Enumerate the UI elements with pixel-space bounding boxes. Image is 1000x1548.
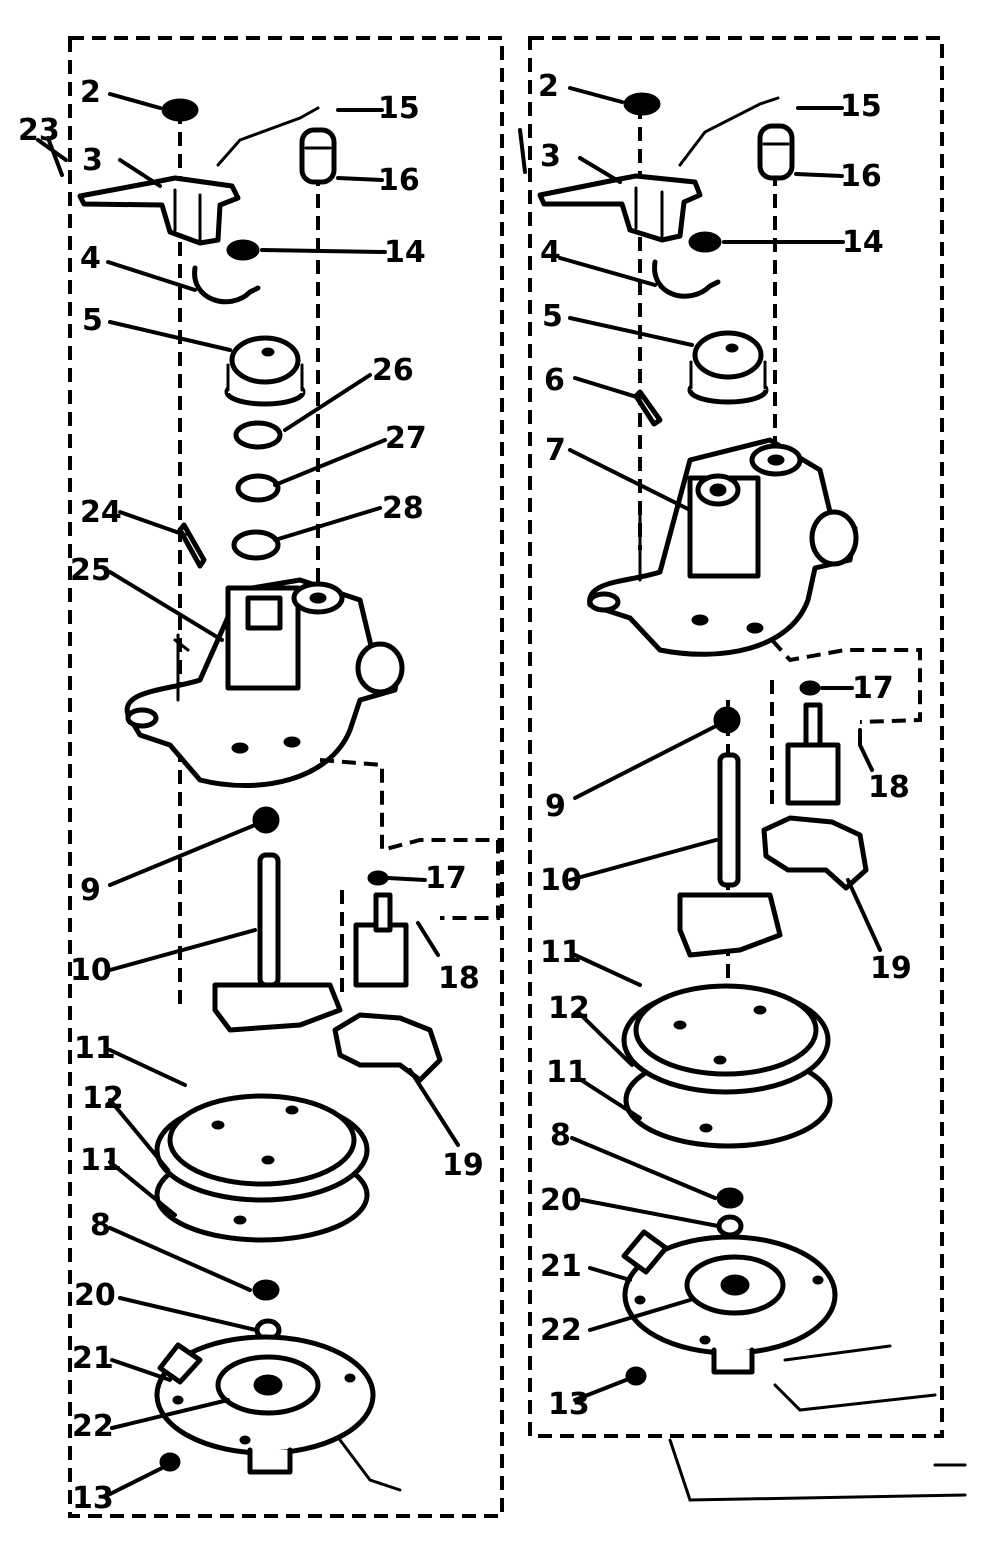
callout-24: 24 bbox=[80, 495, 122, 530]
part-17-washer-right bbox=[799, 680, 821, 696]
part-27-ring bbox=[235, 473, 281, 503]
right-assembly: 2 3 4 5 6 7 15 16 14 17 18 19 9 10 11 12… bbox=[518, 36, 967, 1502]
callout-27: 27 bbox=[385, 421, 427, 456]
part-16-pin bbox=[299, 127, 337, 185]
part-3-lever-right bbox=[537, 173, 703, 243]
part-6-pin bbox=[633, 389, 663, 427]
part-4-clip bbox=[192, 265, 261, 305]
callout-15: 15 bbox=[378, 91, 420, 126]
callout-9-right: 9 bbox=[545, 789, 566, 824]
callout-4: 4 bbox=[80, 241, 101, 276]
callout-12-right: 12 bbox=[548, 991, 590, 1026]
callout-10: 10 bbox=[70, 953, 112, 988]
callout-3: 3 bbox=[82, 143, 103, 178]
callout-17-right: 17 bbox=[852, 671, 894, 706]
left-panel-frame bbox=[68, 36, 504, 1518]
part-10-shaft-right bbox=[677, 752, 783, 958]
callout-23: 23 bbox=[18, 113, 60, 148]
part-2-washer-right bbox=[623, 92, 661, 116]
part-15-rod-right bbox=[678, 96, 780, 167]
callout-8: 8 bbox=[90, 1208, 111, 1243]
part-14-washer-right bbox=[688, 231, 722, 253]
callout-5-right: 5 bbox=[542, 299, 563, 334]
part-5-pulley-right bbox=[687, 330, 769, 405]
left-assembly: 2 23 3 4 5 15 16 14 26 27 28 24 25 9 10 … bbox=[18, 36, 504, 1518]
callout-14-right: 14 bbox=[842, 225, 884, 260]
callout-11-upper: 11 bbox=[74, 1031, 116, 1066]
part-9-nut bbox=[252, 806, 280, 834]
part-18-valve-right bbox=[770, 680, 841, 808]
part-28-ring bbox=[231, 529, 281, 561]
callout-18: 18 bbox=[438, 961, 480, 996]
callout-17: 17 bbox=[425, 861, 467, 896]
part-18-valve bbox=[340, 890, 409, 1000]
callout-20: 20 bbox=[74, 1278, 116, 1313]
part-11-12-basket-right bbox=[621, 983, 833, 1149]
callout-4-right: 4 bbox=[540, 235, 561, 270]
callout-15-right: 15 bbox=[840, 89, 882, 124]
part-10-shaft bbox=[212, 852, 343, 1033]
callout-11-lower: 11 bbox=[80, 1143, 122, 1178]
part-20-bearing-right bbox=[716, 1214, 744, 1238]
part-24-pin bbox=[177, 522, 207, 569]
callout-22: 22 bbox=[72, 1409, 114, 1444]
part-5-pulley bbox=[224, 335, 306, 407]
callout-22-right: 22 bbox=[540, 1313, 582, 1348]
part-8-nut bbox=[252, 1279, 280, 1301]
callout-21-right: 21 bbox=[540, 1249, 582, 1284]
part-26-ring bbox=[233, 420, 283, 450]
callout-25: 25 bbox=[70, 553, 112, 588]
part-16-pin-right bbox=[757, 123, 795, 181]
callout-8-right: 8 bbox=[550, 1118, 571, 1153]
callout-11-lower-right: 11 bbox=[546, 1055, 588, 1090]
callout-2: 2 bbox=[80, 75, 101, 110]
part-3-lever bbox=[77, 175, 241, 246]
callout-16: 16 bbox=[378, 163, 420, 198]
part-21-22-base-right bbox=[621, 1229, 838, 1375]
callout-19-right: 19 bbox=[870, 951, 912, 986]
part-19-bracket-right bbox=[761, 815, 869, 891]
part-25-housing bbox=[124, 577, 405, 788]
part-21-22-base bbox=[154, 1334, 376, 1475]
callout-19: 19 bbox=[442, 1148, 484, 1183]
part-4-clip-right bbox=[652, 259, 721, 299]
callout-13-right: 13 bbox=[548, 1387, 590, 1422]
part-13-screw bbox=[159, 1452, 181, 1472]
callout-11-upper-right: 11 bbox=[540, 935, 582, 970]
part-8-nut-right bbox=[716, 1187, 744, 1209]
callout-5: 5 bbox=[82, 303, 103, 338]
callout-20-right: 20 bbox=[540, 1183, 582, 1218]
callout-9: 9 bbox=[80, 873, 101, 908]
callout-21: 21 bbox=[72, 1341, 114, 1376]
callout-7-right: 7 bbox=[545, 433, 566, 468]
part-19-bracket bbox=[332, 1012, 443, 1083]
part-7-housing bbox=[587, 437, 859, 657]
callout-2-right: 2 bbox=[538, 69, 559, 104]
callout-3-right: 3 bbox=[540, 139, 561, 174]
callout-16-right: 16 bbox=[840, 159, 882, 194]
part-9-nut-right bbox=[713, 706, 741, 734]
callout-14: 14 bbox=[384, 235, 426, 270]
callout-28: 28 bbox=[382, 491, 424, 526]
part-2-washer bbox=[161, 98, 199, 122]
callout-26: 26 bbox=[372, 353, 414, 388]
callout-10-right: 10 bbox=[540, 863, 582, 898]
part-17-washer bbox=[367, 870, 389, 886]
part-15-rod bbox=[216, 106, 320, 167]
part-11-12-basket bbox=[154, 1093, 370, 1243]
right-panel-frame bbox=[528, 36, 944, 1438]
callout-13: 13 bbox=[72, 1481, 114, 1516]
callout-12: 12 bbox=[82, 1081, 124, 1116]
callout-18-right: 18 bbox=[868, 770, 910, 805]
part-13-screw-right bbox=[625, 1366, 647, 1386]
part-14-washer bbox=[226, 239, 260, 261]
callout-6-right: 6 bbox=[544, 363, 565, 398]
